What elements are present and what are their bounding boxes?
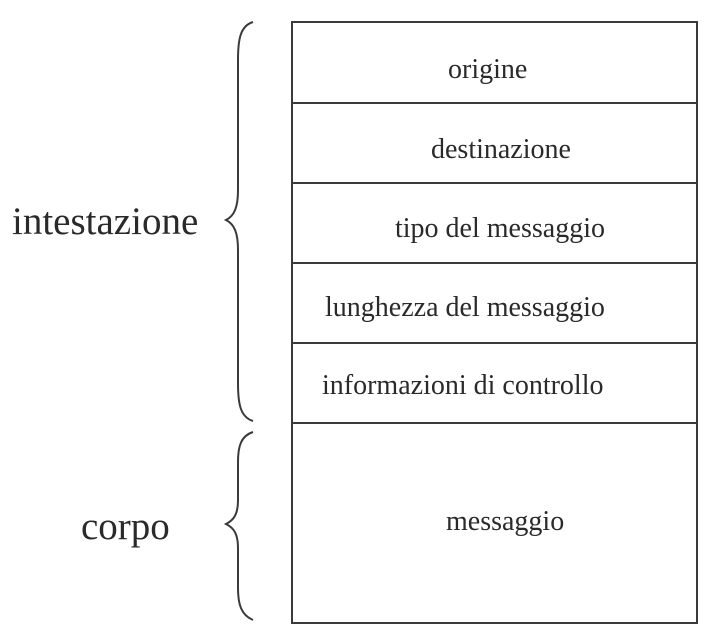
- body-group-label: corpo: [81, 505, 170, 548]
- field-destinazione: destinazione: [431, 134, 571, 165]
- header-group-label: intestazione: [12, 200, 199, 243]
- body-brace: [223, 431, 254, 621]
- field-tipo-del-messaggio: tipo del messaggio: [395, 213, 605, 244]
- field-origine: origine: [448, 54, 528, 85]
- message-frame: [291, 21, 698, 624]
- header-brace: [223, 21, 254, 422]
- field-informazioni-di-controllo: informazioni di controllo: [322, 370, 604, 401]
- field-messaggio: messaggio: [446, 506, 565, 537]
- field-lunghezza-del-messaggio: lunghezza del messaggio: [325, 292, 605, 323]
